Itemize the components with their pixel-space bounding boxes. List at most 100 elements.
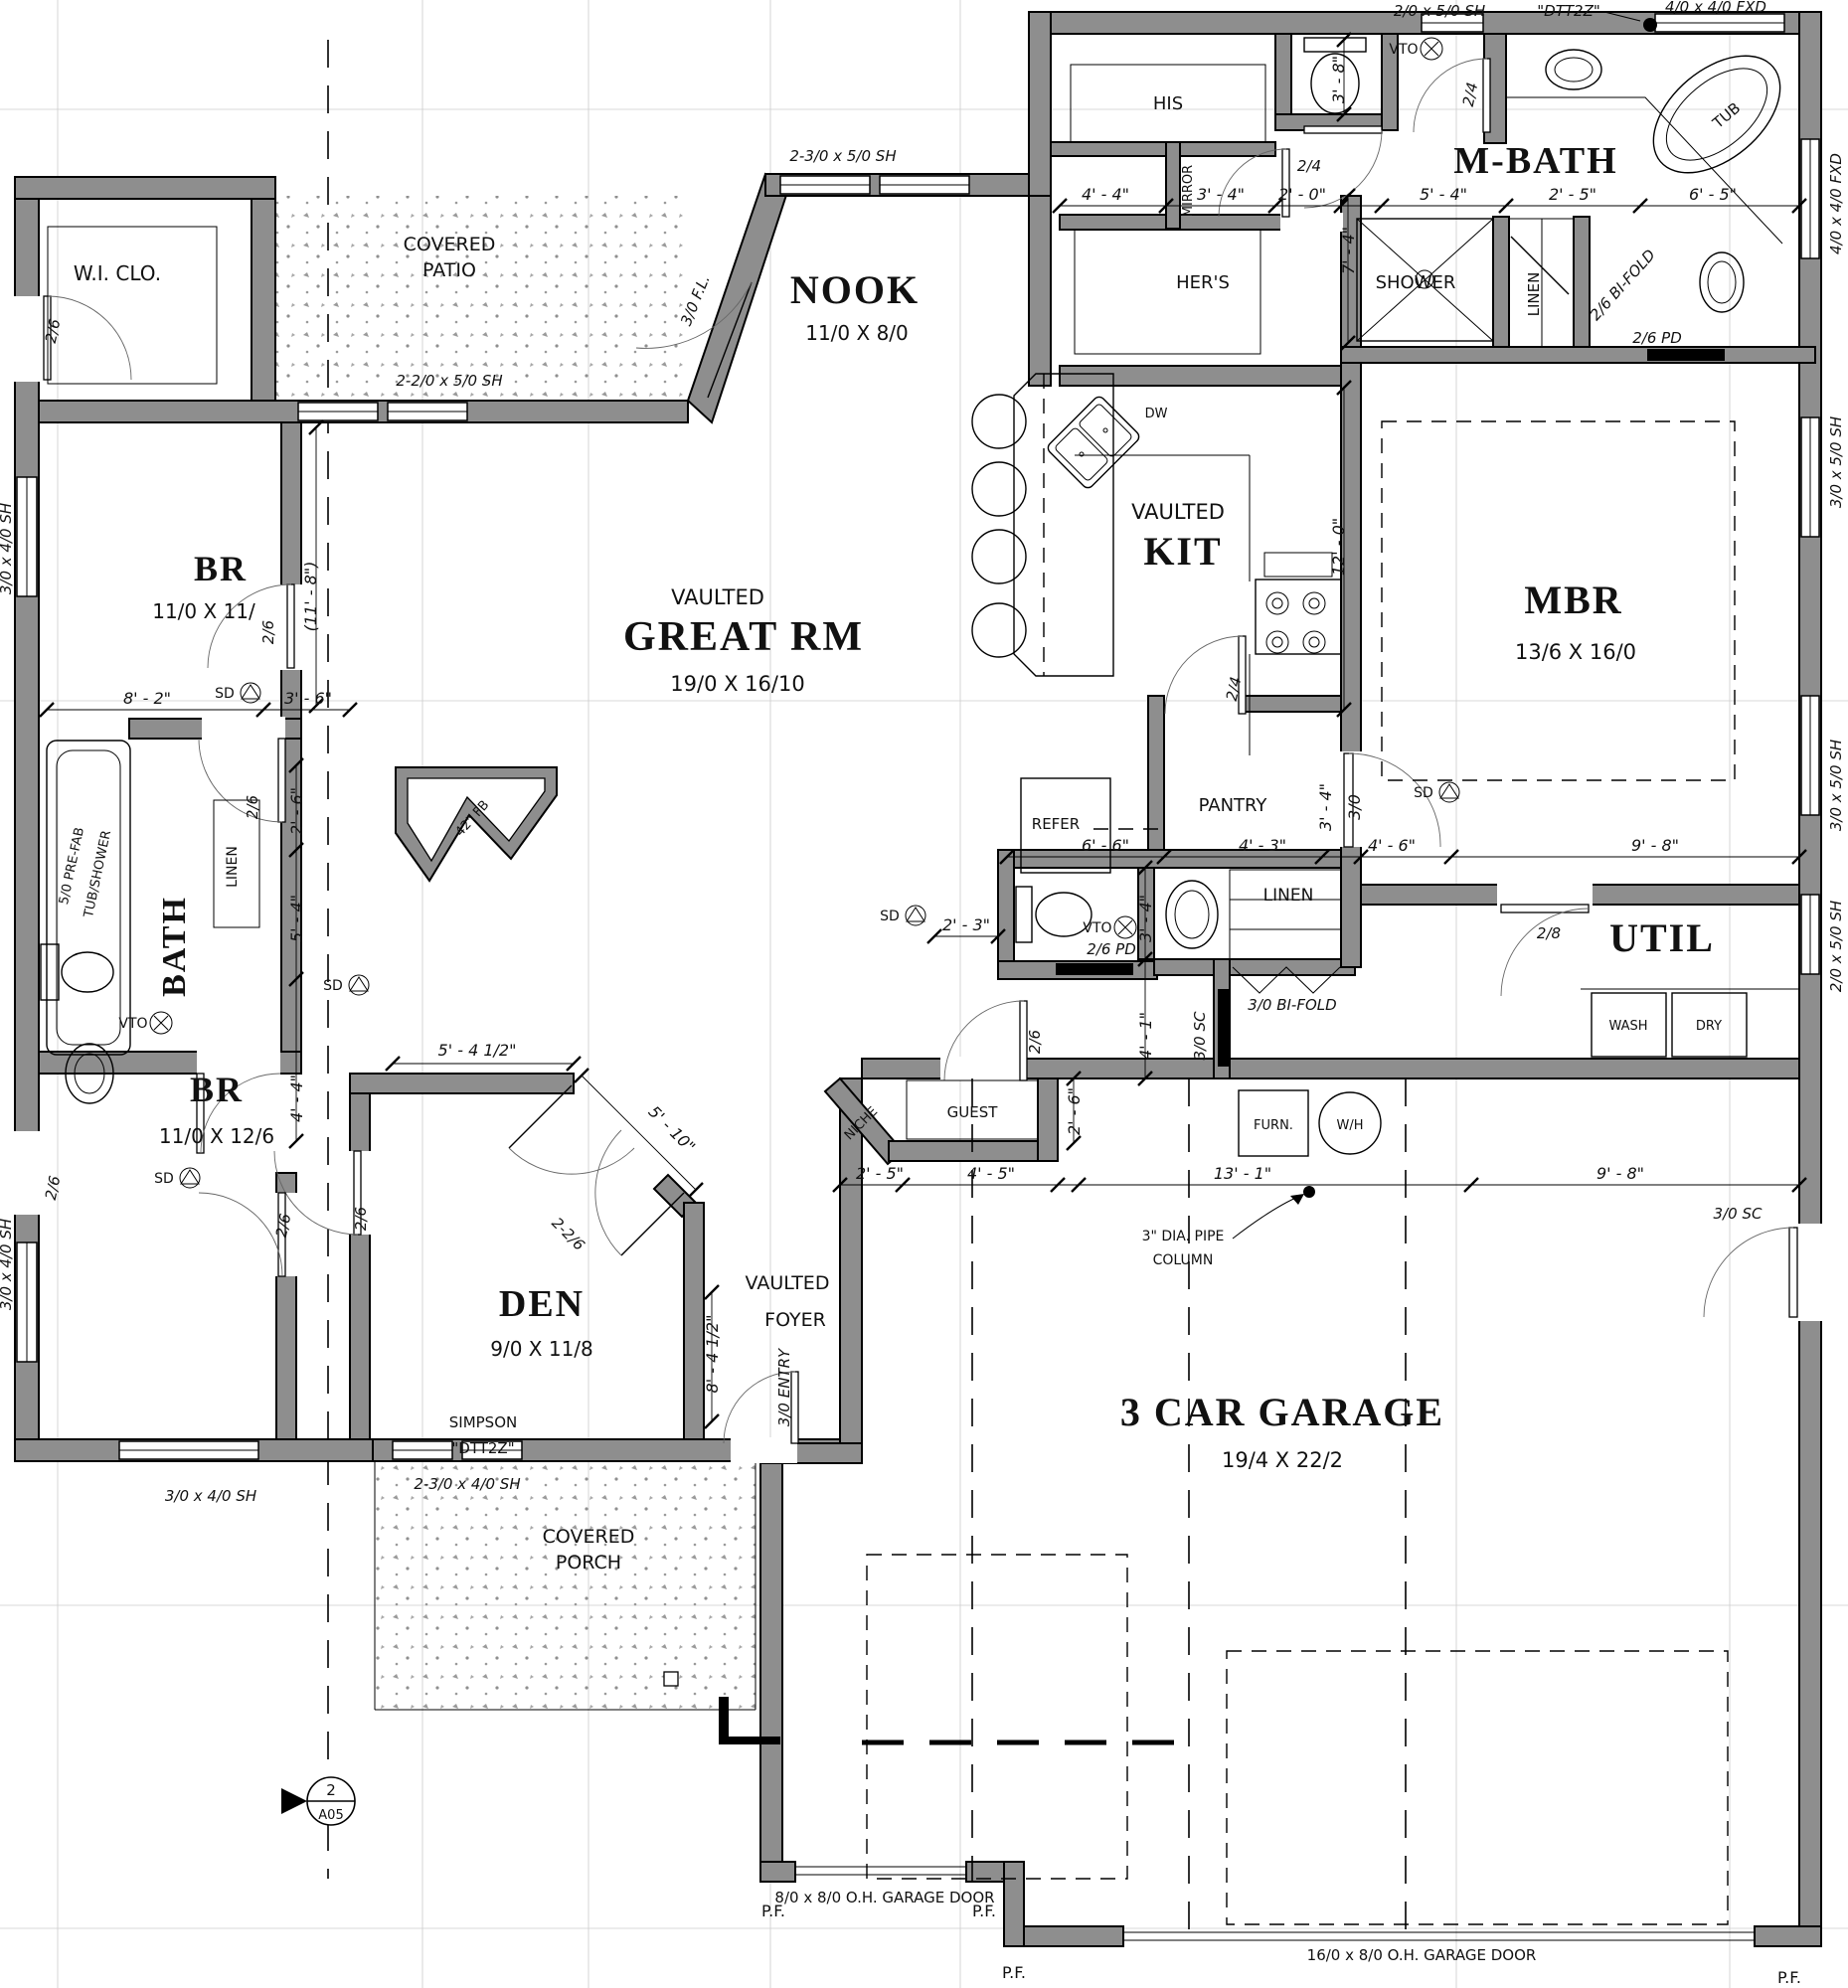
note-label-9: P.F. [1777,1968,1801,1987]
room-label-18: 19/4 X 22/2 [1222,1448,1343,1472]
note-label-17: SD [1414,785,1433,801]
fixture-label-12: DRY [1696,1019,1722,1034]
fixture-label-2: SHOWER [1376,272,1456,293]
dimension-label-24: 9' - 8" [1596,1164,1644,1183]
note-label-11: VTO [1083,920,1111,936]
covered-porch-slab [375,1461,756,1710]
door-label-13: 2/6 BI-FOLD [1587,246,1659,323]
mbath-linen-shelves [1508,218,1575,348]
mbath-toilet [1303,37,1367,114]
door-label-12: 2/8 [1537,924,1561,942]
door-label-15: 2/6 PD [1087,940,1136,958]
note-label-2: 3" DIA. PIPE [1142,1229,1225,1244]
door-label-6: 2-2/6 [548,1214,588,1253]
door-label-0: 2/6 [42,317,65,344]
room-label-26: FOYER [764,1309,826,1331]
mbath-tub [1652,55,1781,174]
doors [43,58,1798,1444]
bar-stools [971,394,1027,658]
room-label-11: DEN [499,1283,585,1325]
room-label-21: COVERED [404,234,496,255]
fixture-label-0: HIS [1153,93,1183,114]
range-stove [1255,552,1342,655]
dtt2z-anchor [1603,11,1657,32]
room-label-7: KIT [1143,529,1222,574]
note-label-16: SD [880,909,900,924]
entry-threshold [719,1697,780,1744]
door-label-10: 2/4 [1459,81,1482,107]
note-label-15: SD [323,978,343,994]
note-label-0: SIMPSON [449,1413,517,1431]
sd-symbol [1438,781,1460,803]
detail-number: 2 [326,1781,336,1799]
dimension-label-3: 3' - 4" [1197,185,1245,204]
dimension-label-13: 4' - 6" [1368,836,1416,855]
garage-door-lines [795,1866,1755,1941]
room-label-9: 13/6 X 16/0 [1515,640,1636,664]
dimension-label-10: 12' - 0" [1329,518,1348,576]
pocket-door-mbath [1647,349,1725,361]
dimension-label-22: 4' - 5" [967,1164,1015,1183]
door-label-17: 3/0 SC [1191,1011,1209,1060]
fixture-label-8: DW [1145,407,1168,421]
hers-closet-shelf [1074,229,1261,355]
covered-patio-slab [275,196,688,401]
dimension-label-9: 7' - 4" [1339,227,1358,274]
window-label-10: 3/0 x 4/0 SH [0,1219,15,1310]
room-label-22: PATIO [422,259,476,281]
room-label-0: NOOK [790,267,920,312]
dimension-label-25: 2' - 6" [287,787,306,835]
door-label-4: 2/6 [272,1212,295,1239]
detail-sheet: A05 [318,1808,343,1823]
dimension-label-21: 2' - 5" [856,1164,904,1183]
window-label-12: 2-3/0 x 4/0 SH [414,1475,520,1493]
island-sink [1047,396,1140,489]
fixture-label-4: LINEN [1263,886,1314,906]
fixture-label-7: REFER [1032,815,1080,833]
kitchen-island [1013,373,1114,677]
vto-symbol [1420,37,1443,61]
door-label-5: 2/6 [352,1207,370,1231]
dashed-lines [795,420,1755,1941]
room-label-20: W.I. CLO. [74,261,161,285]
sd-symbol [240,682,261,704]
room-label-19: BATH [156,896,193,997]
door-label-3: 2/6 [42,1174,65,1201]
room-label-6: VAULTED [1131,500,1225,524]
door-label-16: 3/0 BI-FOLD [1248,996,1336,1014]
dimension-label-27: 4' - 4" [287,1075,306,1122]
door-label-2: 2/6 [244,795,261,819]
room-label-4: 19/0 X 16/10 [670,672,804,696]
room-label-3: GREAT RM [623,614,864,660]
dimension-label-8: 3' - 8" [1329,56,1348,103]
vto-symbol [149,1011,173,1035]
door-label-1: 2/6 [259,620,277,644]
room-label-2: VAULTED [671,585,764,609]
fixture-label-18: 5/0 PRE-FAB [57,826,87,906]
room-label-1: 11/0 X 8/0 [805,321,909,345]
door-label-8: 3/0 ENTRY [775,1347,793,1426]
window-label-6: 3/0 x 5/0 SH [1827,416,1845,508]
door-label-18: 3/0 SC [1714,1205,1763,1223]
dimension-label-7: 6' - 5" [1689,185,1737,204]
note-label-13: SD [215,686,235,702]
window-label-1: 2-3/0 x 5/0 SH [789,147,896,165]
fixture-label-3: LINEN [1525,272,1543,317]
dimension-label-14: 9' - 8" [1631,836,1679,855]
dimension-lines [39,32,1807,1429]
fixture-label-15: GUEST [947,1103,999,1121]
sd-symbol [179,1167,201,1189]
symbols [149,37,1460,1189]
room-label-23: COVERED [543,1526,635,1548]
pipe-column [1232,1186,1315,1240]
windows [16,13,1820,1460]
dimension-label-15: 3' - 4" [1316,783,1335,831]
dimension-label-29: 5' - 10" [645,1102,700,1157]
note-label-14: SD [154,1171,174,1187]
window-label-9: 3/0 x 4/0 SH [0,503,15,594]
dimension-label-1: 3' - 6" [284,689,332,708]
water-heater [1318,1091,1382,1155]
fixtures [40,11,1799,1744]
